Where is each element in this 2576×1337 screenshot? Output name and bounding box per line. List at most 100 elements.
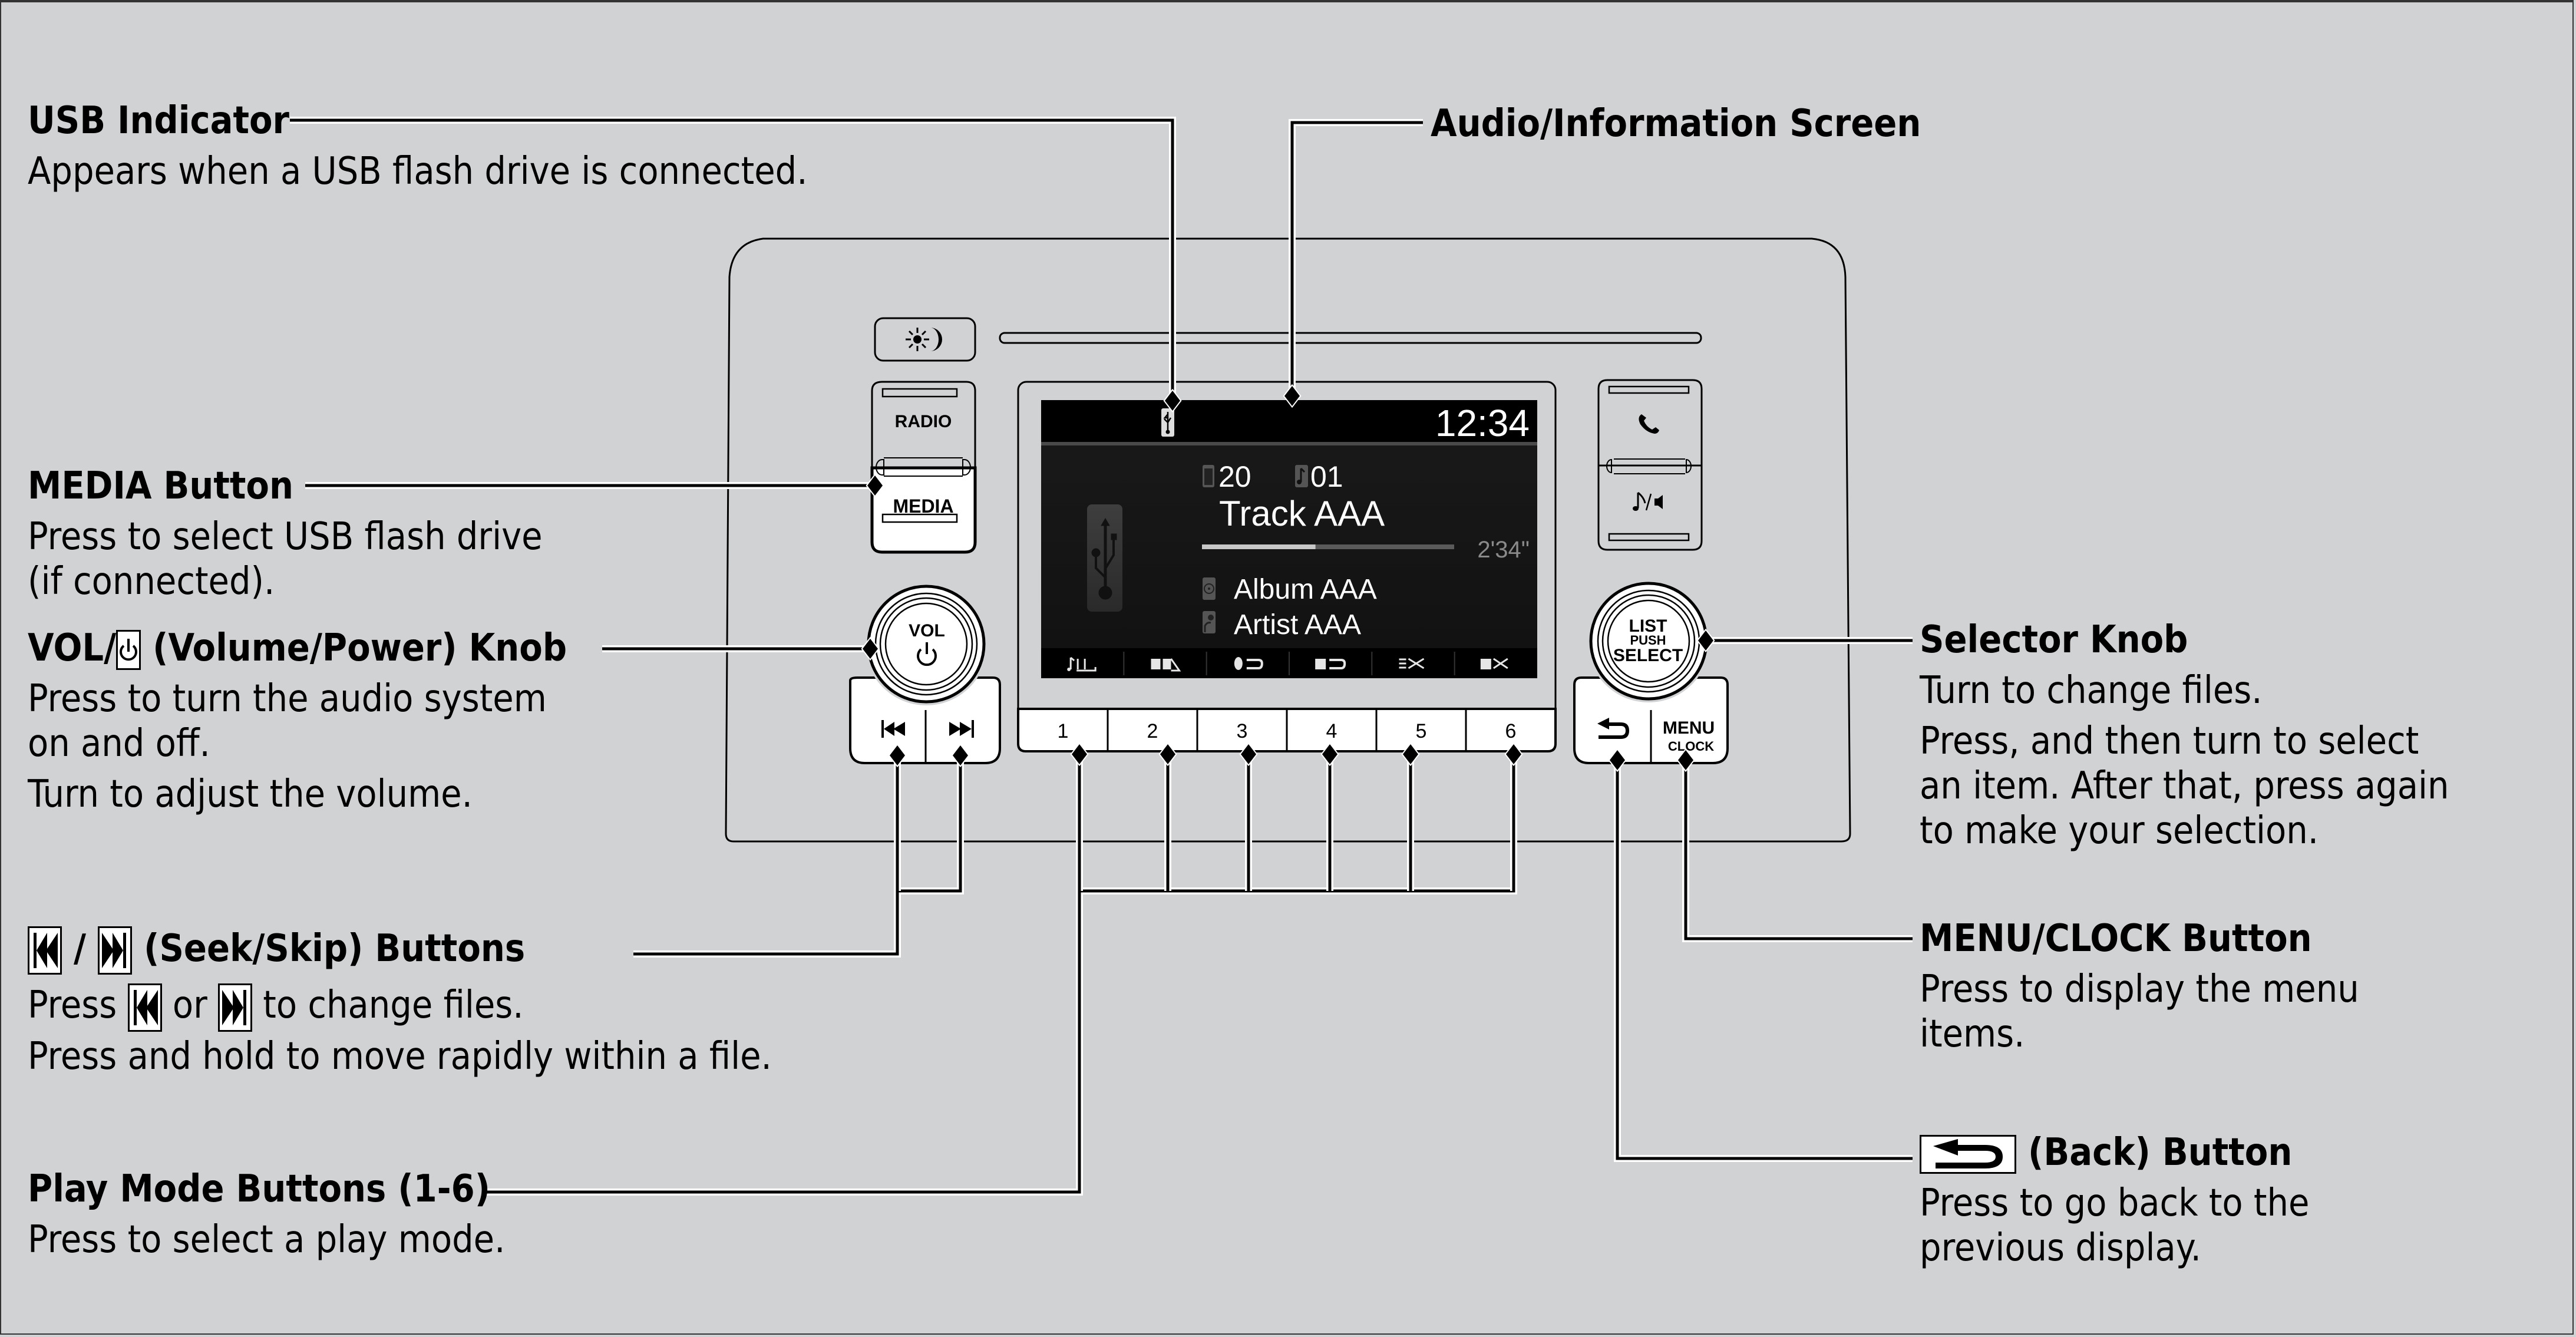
music-speaker-button[interactable] bbox=[1597, 458, 1703, 551]
callout-leaders bbox=[290, 117, 1913, 1196]
seek-forward-leader bbox=[951, 743, 970, 768]
selector-knob-desc-3: an item. After that, press again bbox=[1920, 764, 2449, 808]
folder-icon bbox=[1203, 465, 1214, 487]
play-mode-button-4[interactable]: 4 bbox=[1286, 710, 1337, 751]
play-mode-title: Play Mode Buttons (1-6) bbox=[28, 1167, 490, 1211]
play-mode-button-label: 1 bbox=[1058, 720, 1069, 742]
head-unit-housing bbox=[725, 237, 1851, 843]
back-button[interactable] bbox=[1597, 718, 1629, 739]
power-icon bbox=[116, 630, 141, 671]
back-button-leader bbox=[1608, 748, 1913, 1162]
play-mode-button-label: 4 bbox=[1326, 720, 1337, 742]
phone-button[interactable] bbox=[1597, 379, 1703, 467]
vol-knob-leader bbox=[602, 636, 880, 661]
leader-marker bbox=[1676, 748, 1695, 773]
vol-knob-desc-3: Turn to adjust the volume. bbox=[28, 773, 473, 816]
play-mode-button-1[interactable]: 1 bbox=[1058, 720, 1069, 742]
menu-clock-title: MENU/CLOCK Button bbox=[1920, 917, 2312, 960]
leader-marker bbox=[1504, 742, 1523, 767]
vol-knob-desc-1: Press to turn the audio system bbox=[28, 677, 547, 721]
leader-marker bbox=[1163, 388, 1182, 413]
random-all-icon bbox=[1371, 652, 1425, 675]
seek-back-leader bbox=[888, 743, 907, 891]
back-arrow-icon bbox=[1597, 718, 1629, 739]
play-mode-desc: Press to select a play mode. bbox=[28, 1218, 506, 1262]
menu-clock-desc-2: items. bbox=[1920, 1012, 2025, 1056]
seek-desc-or: or bbox=[161, 983, 218, 1028]
seek-separator: / bbox=[62, 927, 98, 970]
media-button-desc-2: (if connected). bbox=[28, 560, 275, 603]
selector-knob-desc-2: Press, and then turn to select bbox=[1920, 719, 2419, 763]
selector-knob[interactable]: LIST PUSH SELECT bbox=[1587, 580, 1710, 702]
leader-marker bbox=[951, 743, 970, 768]
callout-usb-indicator: USB Indicator Appears when a USB flash d… bbox=[28, 98, 807, 194]
callout-play-mode: Play Mode Buttons (1-6) Press to select … bbox=[28, 1167, 505, 1262]
leader-marker bbox=[1608, 748, 1627, 773]
play-mode-button-3[interactable]: 3 bbox=[1196, 710, 1247, 751]
play-mode-button-6[interactable]: 6 bbox=[1465, 710, 1517, 751]
seek-forward-button[interactable] bbox=[949, 720, 974, 738]
leader-marker bbox=[1070, 742, 1089, 767]
menu-label: MENU bbox=[1663, 718, 1715, 738]
play-mode-button-2[interactable]: 2 bbox=[1107, 710, 1158, 751]
vol-label: VOL bbox=[909, 621, 945, 641]
play-mode-button-5[interactable]: 5 bbox=[1375, 710, 1427, 751]
disc-slot bbox=[999, 332, 1702, 344]
play-mode-button-label: 5 bbox=[1416, 720, 1427, 742]
progress-track bbox=[1202, 544, 1454, 549]
seek-back-button[interactable] bbox=[881, 720, 905, 738]
media-button[interactable]: MEDIA bbox=[870, 457, 977, 554]
skip-back-icon bbox=[127, 983, 162, 1032]
back-button-desc-1: Press to go back to the bbox=[1920, 1181, 2310, 1225]
usb-indicator-icon bbox=[1161, 408, 1174, 437]
play-mode-button-label: 2 bbox=[1147, 720, 1158, 742]
skip-back-icon bbox=[881, 720, 905, 738]
album-name: Album AAA bbox=[1234, 574, 1377, 605]
play-mode-5-leader bbox=[1401, 742, 1420, 891]
audio-information-screen: 12:34 20 01 Track AAA bbox=[1041, 400, 1537, 678]
back-button-title-suffix: (Back) Button bbox=[2016, 1131, 2293, 1174]
play-mode-buttons: 1 2 3 4 5 6 bbox=[1017, 708, 1557, 752]
progress-fill bbox=[1202, 544, 1316, 549]
skip-back-icon bbox=[28, 926, 62, 975]
radio-label: RADIO bbox=[895, 412, 952, 431]
screen-clock: 12:34 bbox=[1435, 402, 1530, 444]
vol-knob-desc-2: on and off. bbox=[28, 722, 210, 765]
artist-name: Artist AAA bbox=[1234, 609, 1361, 641]
sun-moon-icon bbox=[906, 328, 942, 351]
audio-screen-leader bbox=[1283, 119, 1423, 408]
callout-audio-screen: Audio/Information Screen bbox=[1431, 101, 1921, 146]
play-mode-2-leader bbox=[1158, 742, 1177, 891]
leader-marker bbox=[861, 636, 880, 661]
volume-power-knob[interactable]: VOL bbox=[865, 583, 988, 705]
selector-knob-desc-4: to make your selection. bbox=[1920, 809, 2319, 853]
repeat-one-icon bbox=[1206, 652, 1263, 675]
leader-marker bbox=[866, 473, 884, 498]
radio-button[interactable]: RADIO bbox=[871, 381, 976, 468]
power-icon bbox=[917, 642, 937, 666]
repeat-folder-icon bbox=[1289, 652, 1346, 675]
usb-indicator-desc: Appears when a USB flash drive is connec… bbox=[28, 150, 808, 193]
track-duration: 2'34" bbox=[1477, 537, 1530, 563]
callout-back-button: (Back) Button Press to go back to the pr… bbox=[1920, 1130, 2309, 1270]
phone-icon bbox=[1639, 414, 1659, 434]
seek-desc-hold: Press and hold to move rapidly within a … bbox=[28, 1034, 772, 1078]
push-label: PUSH bbox=[1630, 633, 1666, 648]
audio-screen-title: Audio/Information Screen bbox=[1431, 102, 1921, 146]
play-mode-button-label: 6 bbox=[1505, 720, 1517, 742]
selector-knob-leader bbox=[1696, 628, 1913, 653]
leader-marker bbox=[1239, 742, 1258, 767]
track-number: 01 bbox=[1310, 460, 1343, 493]
brightness-button[interactable] bbox=[874, 317, 976, 362]
callout-media-button: MEDIA Button Press to select USB flash d… bbox=[28, 464, 543, 604]
folder-list-icon bbox=[1123, 652, 1181, 675]
seek-title-suffix: (Seek/Skip) Buttons bbox=[132, 927, 526, 970]
usb-source-icon bbox=[1087, 504, 1122, 612]
track-title: Track AAA bbox=[1219, 494, 1385, 533]
play-mode-1-leader bbox=[1070, 742, 1089, 891]
menu-clock-button[interactable]: MENU CLOCK bbox=[1663, 718, 1715, 754]
leader-marker bbox=[888, 743, 907, 768]
seek-buttons-leader bbox=[633, 755, 964, 958]
back-arrow-icon bbox=[1920, 1135, 2016, 1174]
